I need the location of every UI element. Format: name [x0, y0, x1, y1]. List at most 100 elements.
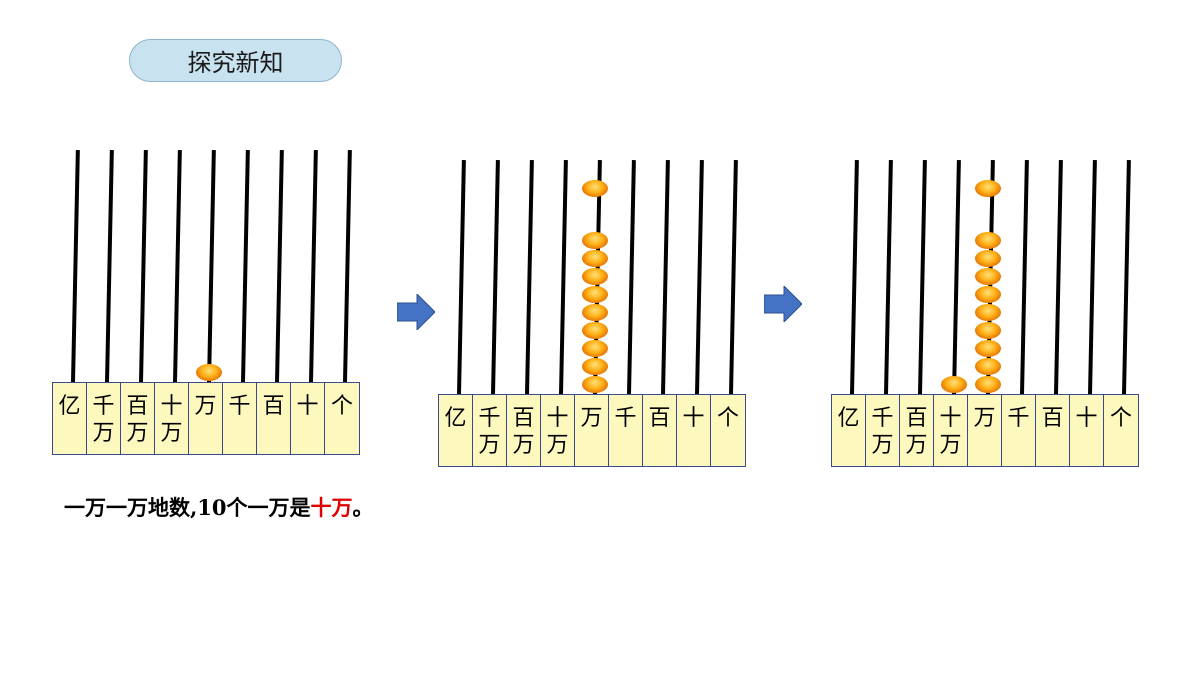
section-title-text: 探究新知: [187, 49, 284, 77]
abacus-rod: [627, 160, 636, 395]
place-value-char: 亿: [444, 406, 467, 431]
place-value-cell: 十: [677, 395, 711, 466]
place-value-char: 千: [478, 406, 501, 431]
abacus-rod: [695, 160, 704, 395]
section-title: 探究新知: [129, 39, 342, 82]
place-value-cell: 百: [1036, 395, 1070, 466]
place-value-cell: 万: [189, 383, 223, 454]
place-value-char: 万: [973, 406, 996, 431]
place-value-cell: 个: [325, 383, 359, 454]
place-value-cell: 亿: [53, 383, 87, 454]
place-value-char: 百: [1041, 406, 1064, 431]
abacus-rod: [952, 160, 961, 395]
place-value-char: 十: [296, 394, 319, 419]
place-value-char: 亿: [58, 394, 81, 419]
abacus-bead: [582, 232, 608, 249]
place-value-char: 千: [614, 406, 637, 431]
abacus-1: 亿千万百万十万万千百十个: [52, 150, 360, 455]
place-value-char: 万: [546, 433, 569, 458]
abacus-bead: [582, 304, 608, 321]
place-value-char: 万: [871, 433, 894, 458]
place-value-cell: 十万: [541, 395, 575, 466]
abacus-rod: [918, 160, 927, 395]
caption: 一万一万地数,10个一万是十万。: [64, 492, 374, 522]
abacus-bead: [975, 286, 1001, 303]
place-value-cell: 十: [1070, 395, 1104, 466]
abacus-bead: [975, 376, 1001, 393]
place-value-cell: 万: [575, 395, 609, 466]
place-value-cell: 百: [257, 383, 291, 454]
abacus-bead: [975, 180, 1001, 197]
abacus-bead: [582, 250, 608, 267]
abacus-bead: [975, 250, 1001, 267]
place-value-cell: 个: [1104, 395, 1138, 466]
place-value-char: 万: [126, 421, 149, 446]
place-value-cell: 亿: [439, 395, 473, 466]
place-value-char: 十: [546, 406, 569, 431]
place-value-char: 百: [126, 394, 149, 419]
place-value-char: 个: [716, 406, 739, 431]
place-value-cell: 千万: [866, 395, 900, 466]
abacus-bead: [975, 322, 1001, 339]
abacus-bead: [582, 322, 608, 339]
place-value-char: 亿: [837, 406, 860, 431]
place-value-cell: 个: [711, 395, 745, 466]
abacus-rod: [139, 150, 148, 383]
abacus-bead: [582, 268, 608, 285]
place-value-char: 万: [939, 433, 962, 458]
place-value-char: 个: [330, 394, 353, 419]
place-value-char: 十: [939, 406, 962, 431]
place-value-cell: 十万: [155, 383, 189, 454]
place-value-cell: 百万: [507, 395, 541, 466]
place-value-char: 百: [262, 394, 285, 419]
place-value-cell: 千万: [87, 383, 121, 454]
place-value-char: 万: [478, 433, 501, 458]
place-value-char: 个: [1109, 406, 1132, 431]
abacus-rod: [105, 150, 114, 383]
place-value-labels: 亿千万百万十万万千百十个: [831, 394, 1139, 467]
place-value-cell: 万: [968, 395, 1002, 466]
right-arrow-icon: [764, 286, 802, 322]
abacus-rod: [884, 160, 893, 395]
place-value-cell: 千: [609, 395, 643, 466]
abacus-rod: [241, 150, 250, 383]
caption-prefix: 一万一万地数,10个一万是: [64, 495, 311, 520]
abacus-bead: [196, 364, 222, 381]
place-value-char: 千: [92, 394, 115, 419]
abacus-bead: [582, 180, 608, 197]
abacus-bead: [582, 376, 608, 393]
abacus-bead: [582, 286, 608, 303]
abacus-bead: [582, 340, 608, 357]
place-value-cell: 千: [1002, 395, 1036, 466]
abacus-rod: [1122, 160, 1131, 395]
place-value-char: 十: [160, 394, 183, 419]
place-value-char: 万: [905, 433, 928, 458]
abacus-rod: [343, 150, 352, 383]
abacus-bead: [975, 340, 1001, 357]
abacus-rod: [850, 160, 859, 395]
abacus-bead: [941, 376, 967, 393]
place-value-char: 十: [1075, 406, 1098, 431]
abacus-rod: [71, 150, 80, 383]
caption-suffix: 。: [352, 495, 374, 520]
abacus-bead: [975, 304, 1001, 321]
place-value-cell: 百万: [121, 383, 155, 454]
place-value-cell: 百: [643, 395, 677, 466]
place-value-char: 十: [682, 406, 705, 431]
place-value-char: 千: [228, 394, 251, 419]
abacus-bead: [975, 268, 1001, 285]
abacus-rod: [173, 150, 182, 383]
place-value-char: 万: [160, 421, 183, 446]
abacus-rod: [275, 150, 284, 383]
place-value-char: 万: [580, 406, 603, 431]
place-value-char: 万: [512, 433, 535, 458]
right-arrow-icon: [397, 294, 435, 330]
abacus-bead: [582, 358, 608, 375]
place-value-cell: 百万: [900, 395, 934, 466]
abacus-rod: [207, 150, 216, 383]
place-value-cell: 亿: [832, 395, 866, 466]
abacus-2: 亿千万百万十万万千百十个: [438, 160, 746, 467]
place-value-labels: 亿千万百万十万万千百十个: [438, 394, 746, 467]
place-value-char: 万: [194, 394, 217, 419]
caption-highlight: 十万: [310, 495, 353, 520]
